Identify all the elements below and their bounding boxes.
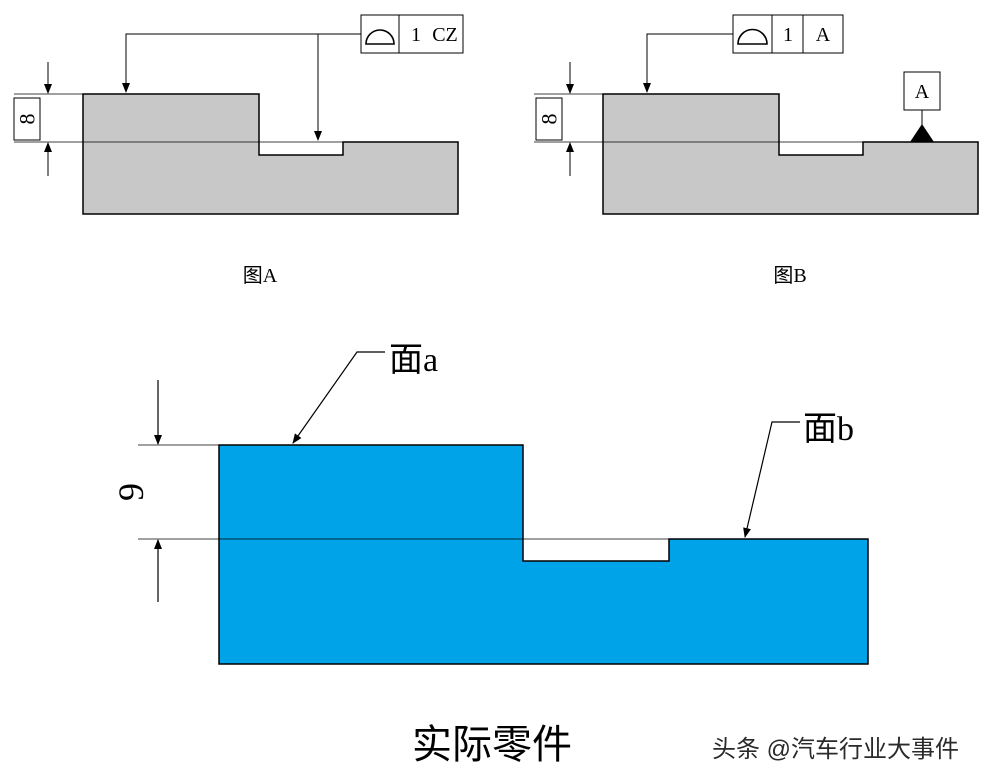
figure-a-tolerance-value: 1	[411, 24, 421, 46]
figure-a-caption: 图A	[243, 265, 278, 287]
figure-b: 8 1 A A 图B	[534, 14, 979, 287]
profile-of-surface-icon	[737, 28, 768, 45]
figure-a-leader-left	[122, 33, 361, 93]
surface-a-label: 面a	[389, 342, 438, 379]
watermark: 头条 @汽车行业大事件	[712, 736, 959, 763]
figure-b-tolerance-value: 1	[783, 24, 793, 46]
figure-a-part	[82, 93, 459, 215]
figure-a-feature-control-frame: 1 CZ	[360, 14, 464, 54]
figure-b-feature-control-frame: 1 A	[732, 14, 844, 54]
figure-b-datum-reference: A	[816, 24, 831, 46]
actual-part-body	[218, 444, 869, 665]
figure-a-tolerance-modifier: CZ	[432, 24, 458, 46]
figure-b-datum-symbol: A	[903, 71, 941, 142]
figure-b-caption: 图B	[773, 265, 806, 287]
figure-b-datum-label: A	[915, 81, 930, 103]
figure-b-leader	[643, 33, 733, 93]
surface-a-leader	[292, 351, 385, 444]
actual-part-dimension-value: 9	[111, 483, 151, 501]
figure-a-dimension-value: 8	[15, 114, 40, 125]
figure-a-dimension-box	[13, 97, 41, 141]
figure-b-dimension-value: 8	[537, 114, 562, 125]
surface-b-leader	[743, 421, 800, 538]
datum-triangle-icon	[910, 124, 934, 142]
surface-b-label: 面b	[803, 411, 854, 448]
actual-part: 9 面a 面b 实际零件	[111, 342, 869, 767]
figure-a: 8 1 CZ 图A	[13, 14, 464, 287]
figure-b-dimension-box	[535, 97, 563, 141]
actual-part-title: 实际零件	[412, 722, 572, 767]
profile-of-surface-icon	[365, 29, 395, 45]
